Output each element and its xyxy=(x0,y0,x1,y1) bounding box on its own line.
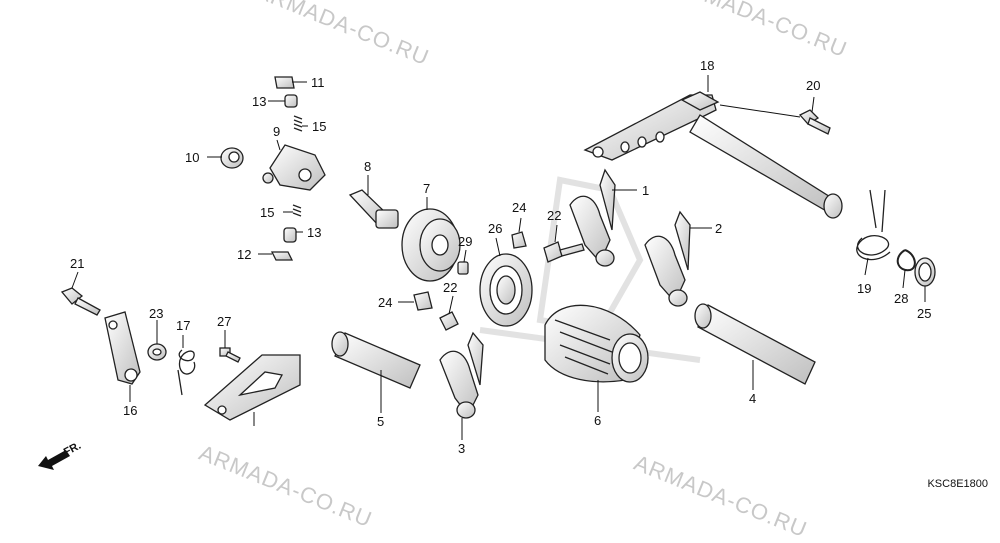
parts-diagram: 1 2 3 4 5 6 7 8 9 10 11 12 13 13 15 15 1… xyxy=(38,58,936,470)
spring-15-upper xyxy=(293,115,303,132)
plate-14 xyxy=(203,354,301,421)
callout-29: 29 xyxy=(458,234,472,249)
bolt-22-upper xyxy=(543,241,585,263)
leader-lines xyxy=(71,75,926,440)
callout-20: 20 xyxy=(806,78,820,93)
callout-15-upper: 15 xyxy=(312,119,326,134)
collar xyxy=(896,249,916,272)
callout-23: 23 xyxy=(149,306,163,321)
shift-drum xyxy=(544,304,649,383)
callout-22-lower: 22 xyxy=(443,280,457,295)
bolt-20 xyxy=(798,109,831,135)
callout-11: 11 xyxy=(311,75,325,90)
callout-19: 19 xyxy=(857,281,871,296)
bolt-27 xyxy=(219,347,241,363)
spring-15-lower xyxy=(292,204,302,217)
bolt-8 xyxy=(348,189,399,229)
callout-16: 16 xyxy=(123,403,137,418)
callout-6: 6 xyxy=(594,413,601,428)
callout-15-lower: 15 xyxy=(260,205,274,220)
cap-13-lower xyxy=(283,227,297,243)
drum-center xyxy=(401,208,461,282)
callout-7: 7 xyxy=(423,181,430,196)
front-direction-arrow-icon: FR. xyxy=(38,440,83,470)
callout-25: 25 xyxy=(917,306,931,321)
shift-fork-1 xyxy=(569,168,616,267)
fork-shaft-4 xyxy=(694,303,816,385)
shift-fork-3 xyxy=(439,331,484,419)
callout-5: 5 xyxy=(377,414,384,429)
callout-4: 4 xyxy=(749,391,756,406)
fork-shaft-5 xyxy=(331,331,421,389)
bearing xyxy=(479,253,533,327)
bolt-22-lower xyxy=(439,311,459,331)
callout-13-lower: 13 xyxy=(307,225,321,240)
callout-8: 8 xyxy=(364,159,371,174)
shift-fork-2 xyxy=(644,210,691,307)
pin-29 xyxy=(457,261,469,275)
stopper-24-lower xyxy=(413,291,433,311)
spring-17 xyxy=(177,349,196,396)
bolt-21 xyxy=(60,287,101,316)
callout-18: 18 xyxy=(700,58,714,73)
stopper-24-upper xyxy=(511,231,527,249)
callout-10: 10 xyxy=(185,150,199,165)
gearshift-spindle xyxy=(583,91,843,219)
callout-3: 3 xyxy=(458,441,465,456)
callout-17: 17 xyxy=(176,318,190,333)
callout-21: 21 xyxy=(70,256,84,271)
return-spring xyxy=(856,189,891,261)
callout-22-upper: 22 xyxy=(547,208,561,223)
callout-28: 28 xyxy=(894,291,908,306)
callout-24-upper: 24 xyxy=(512,200,526,215)
callout-13-upper: 13 xyxy=(252,94,266,109)
callout-2: 2 xyxy=(715,221,722,236)
svg-text:FR.: FR. xyxy=(62,440,83,459)
cap-13-upper xyxy=(284,94,298,108)
collar-10 xyxy=(220,147,244,169)
cap-12 xyxy=(270,251,294,261)
callout-9: 9 xyxy=(273,124,280,139)
callout-24-lower: 24 xyxy=(378,295,392,310)
diagram-code: KSC8E1800 xyxy=(927,478,988,490)
callout-27: 27 xyxy=(217,314,231,329)
cap-11 xyxy=(274,76,295,89)
stopper-arm xyxy=(262,144,326,191)
callout-26: 26 xyxy=(488,221,502,236)
callout-1: 1 xyxy=(642,183,649,198)
callout-12: 12 xyxy=(237,247,251,262)
